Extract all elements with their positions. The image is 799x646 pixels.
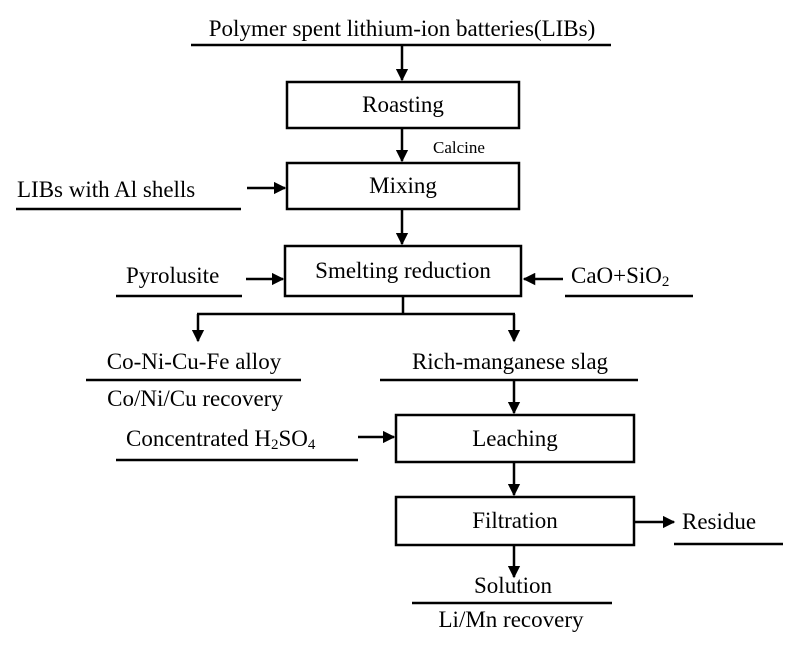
slag-label: Rich-manganese slag xyxy=(412,349,609,374)
smelting-label: Smelting reduction xyxy=(315,258,491,283)
mixing-box xyxy=(285,161,521,211)
pyrolusite-label: Pyrolusite xyxy=(126,263,219,288)
solution-recovery-label: Li/Mn recovery xyxy=(439,607,584,632)
roasting-label: Roasting xyxy=(362,92,444,117)
filtration-label: Filtration xyxy=(472,508,558,533)
roasting-box xyxy=(285,80,521,130)
acid-subscript-2: 4 xyxy=(308,437,316,453)
cao-main: CaO+SiO xyxy=(571,263,662,288)
acid-subscript-1: 2 xyxy=(271,437,279,453)
alloy-label: Co-Ni-Cu-Fe alloy xyxy=(107,349,282,374)
al-shells-label: LIBs with Al shells xyxy=(17,177,195,202)
solution-label: Solution xyxy=(474,573,552,598)
acid-label: Concentrated H2SO4 xyxy=(126,426,316,453)
leaching-box xyxy=(394,413,636,464)
leaching-label: Leaching xyxy=(472,426,558,451)
mixing-label: Mixing xyxy=(369,173,437,198)
acid-prefix: Concentrated H xyxy=(126,426,271,451)
calcine-label: Calcine xyxy=(433,138,485,157)
cao-label: CaO+SiO2 xyxy=(571,263,669,290)
alloy-recovery-label: Co/Ni/Cu recovery xyxy=(107,386,283,411)
smelting-box xyxy=(283,244,523,298)
cao-subscript: 2 xyxy=(662,274,670,290)
top-input-label: Polymer spent lithium-ion batteries(LIBs… xyxy=(209,16,595,41)
residue-label: Residue xyxy=(682,509,756,534)
acid-mid: SO xyxy=(278,426,307,451)
